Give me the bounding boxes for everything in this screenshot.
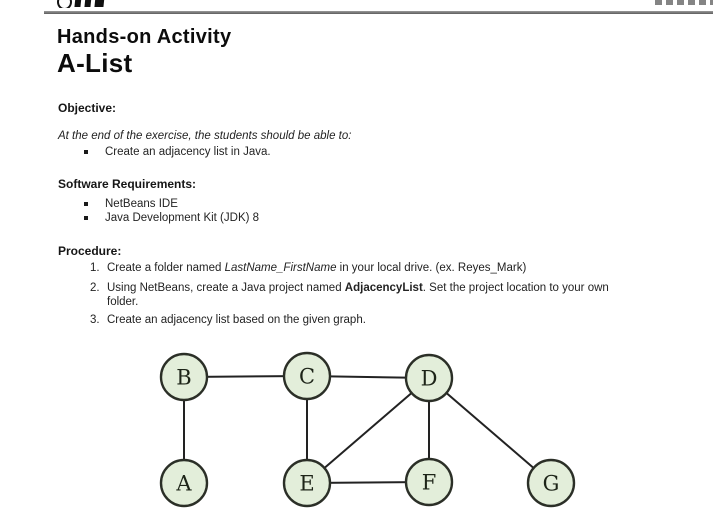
graph-node-A: A: [159, 458, 209, 508]
procedure-item-number: 2.: [90, 282, 100, 294]
graph-node-E: E: [282, 458, 332, 508]
text-segment: Using NetBeans, create a Java project na…: [107, 282, 345, 294]
graph-node-G: G: [526, 458, 576, 508]
procedure-item-number: 3.: [90, 314, 100, 326]
bullet-square-icon: [84, 202, 88, 206]
graph-node-circle: [526, 458, 576, 508]
software-bullet-text: Java Development Kit (JDK) 8: [105, 212, 260, 224]
objective-intro: At the end of the exercise, the students…: [58, 130, 352, 142]
activity-name-title: A-List: [57, 48, 133, 78]
software-heading: Software Requirements:: [58, 177, 197, 191]
italic-segment: LastName_FirstName: [224, 262, 337, 274]
objective-heading: Objective:: [58, 101, 117, 115]
software-bullet: Java Development Kit (JDK) 8: [84, 212, 259, 224]
graph-node-circle: [404, 457, 454, 507]
procedure-item-number: 1.: [90, 262, 100, 274]
text-segment: . Set the project location to your own: [422, 282, 609, 294]
procedure-heading: Procedure:: [58, 244, 122, 258]
graph-node-label: D: [421, 367, 438, 391]
graph-node-label: C: [299, 365, 315, 389]
graph-node-label: G: [543, 472, 560, 496]
graph-node-label: E: [299, 472, 314, 496]
graph-node-D: D: [404, 353, 454, 403]
bold-segment: AdjacencyList: [344, 282, 423, 294]
activity-type-title: Hands-on Activity: [57, 26, 232, 48]
graph-node-circle: [159, 458, 209, 508]
objective-bullet-text: Create an adjacency list in Java.: [105, 146, 271, 158]
graph-node-F: F: [404, 457, 454, 507]
procedure-item-text: Create a folder named LastName_FirstName…: [107, 261, 667, 275]
objective-bullet: Create an adjacency list in Java.: [84, 146, 271, 158]
procedure-item-text: Using NetBeans, create a Java project na…: [107, 281, 667, 309]
header-divider: [44, 11, 713, 14]
software-bullet: NetBeans IDE: [84, 198, 178, 210]
procedure-item-2: 2. Using NetBeans, create a Java project…: [90, 281, 667, 309]
graph-node-circle: [404, 353, 454, 403]
text-segment: Create a folder named: [107, 262, 225, 274]
school-logo-fragment-icon: [57, 0, 111, 8]
graph-node-circle: [159, 352, 209, 402]
bullet-square-icon: [84, 216, 88, 220]
procedure-item-3: 3. Create an adjacency list based on the…: [90, 313, 667, 327]
graph-edge-D-E: [306, 377, 430, 484]
graph-edge-D-G: [428, 377, 552, 484]
graph-node-label: F: [422, 471, 437, 495]
procedure-item-1: 1. Create a folder named LastName_FirstN…: [90, 261, 667, 275]
wrapped-line: folder.: [107, 296, 139, 308]
logo-curl-shape: [57, 0, 72, 8]
text-segment: in your local drive. (ex. Reyes_Mark): [336, 262, 527, 274]
graph-node-circle: [282, 351, 332, 401]
software-bullet-text: NetBeans IDE: [105, 198, 178, 210]
graph-node-B: B: [159, 352, 209, 402]
graph-node-C: C: [282, 351, 332, 401]
graph-node-label: B: [176, 366, 191, 390]
course-code-fragment: [655, 0, 713, 5]
text-segment: Create an adjacency list based on the gi…: [107, 314, 366, 326]
graph-node-circle: [282, 458, 332, 508]
graph-node-label: A: [175, 472, 192, 496]
procedure-item-text: Create an adjacency list based on the gi…: [107, 313, 667, 327]
bullet-square-icon: [84, 150, 88, 154]
